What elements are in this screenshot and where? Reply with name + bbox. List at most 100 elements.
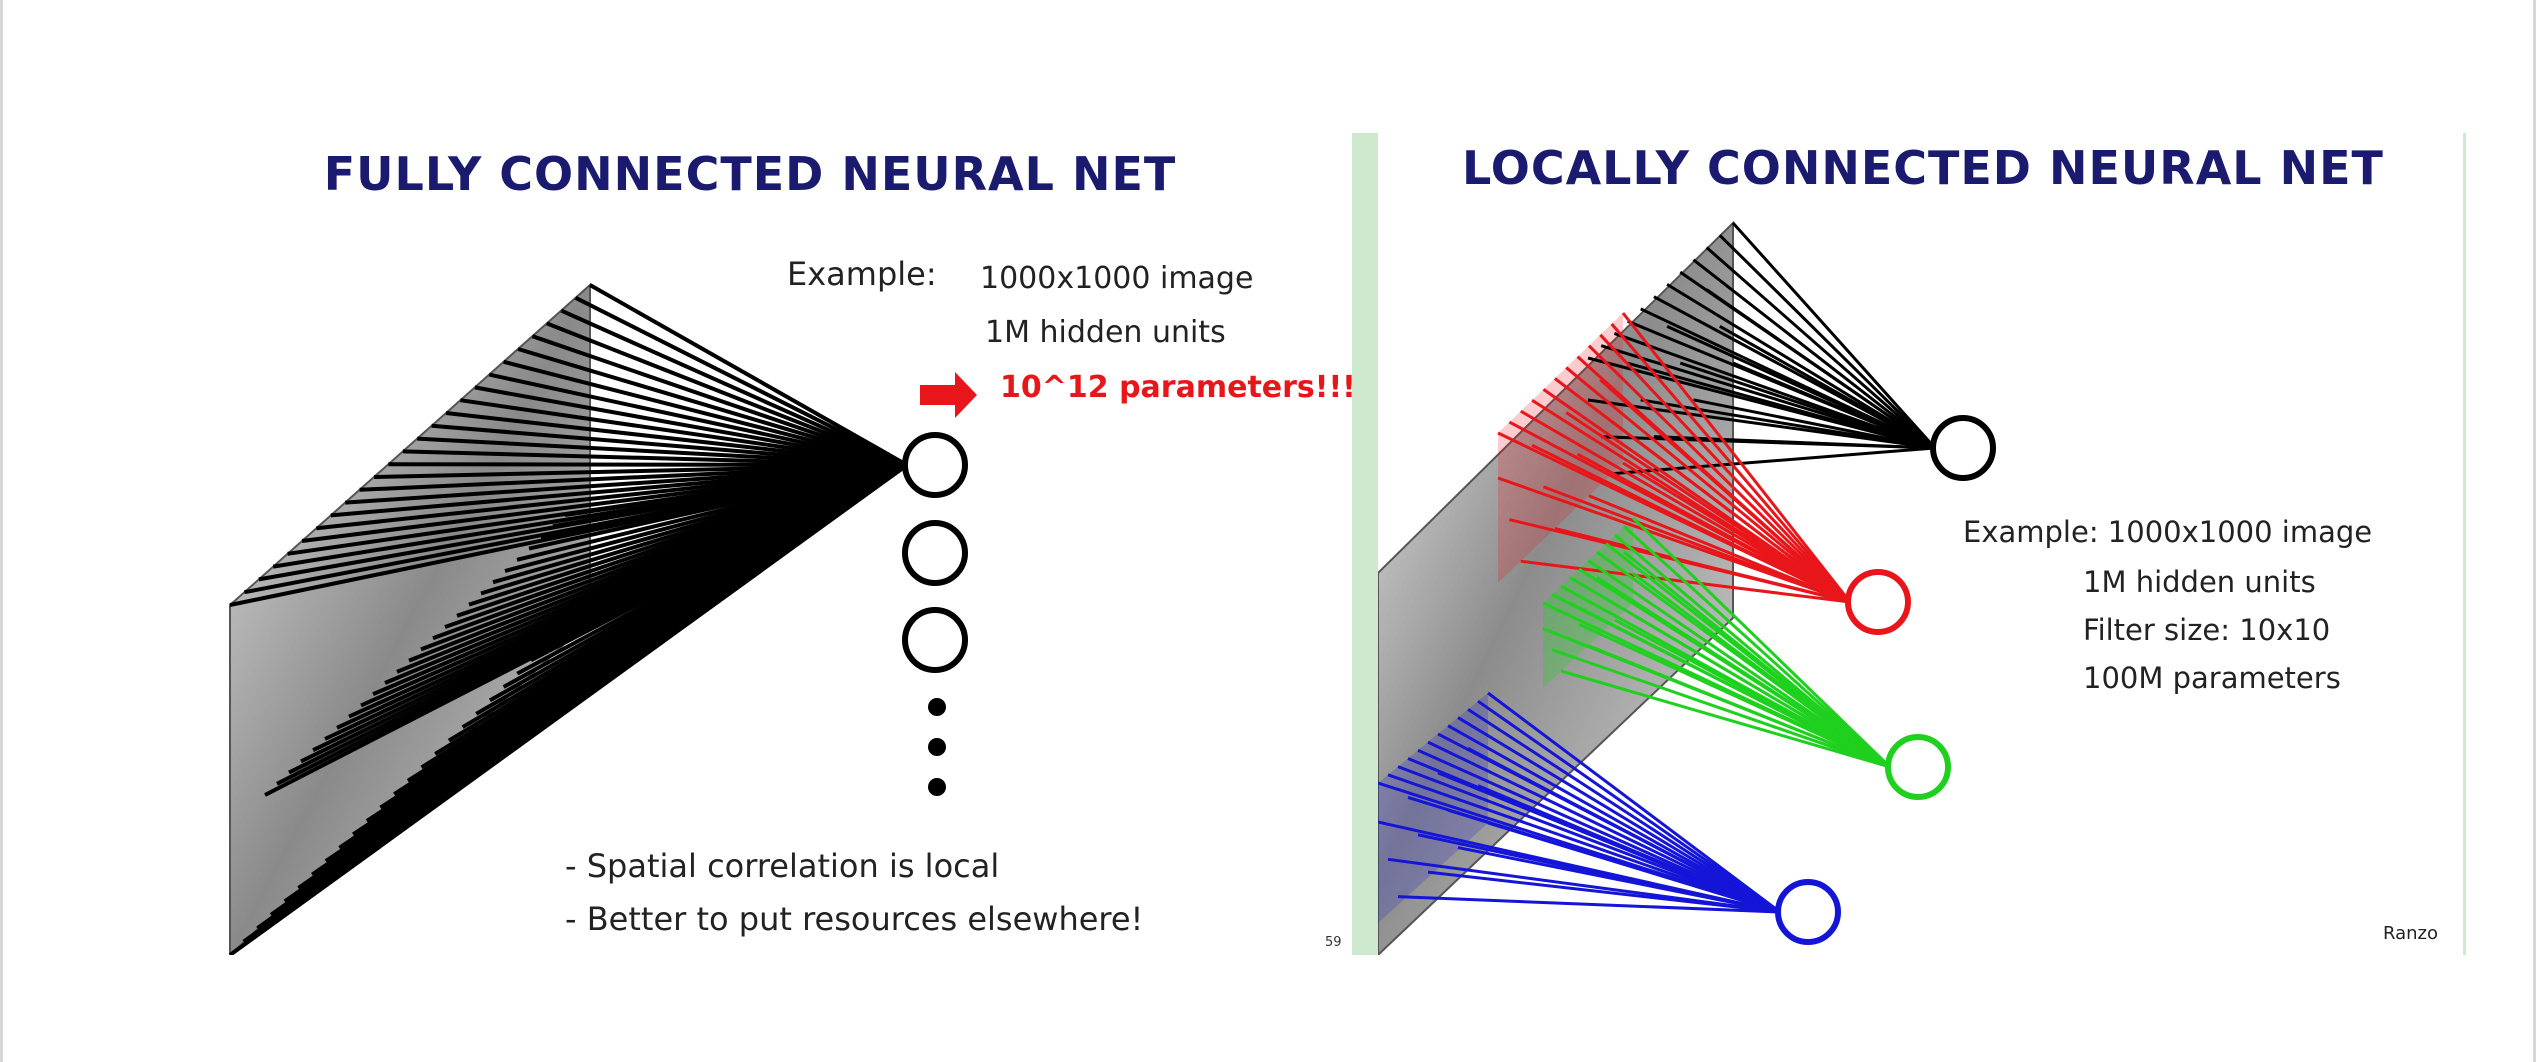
connection-line xyxy=(1427,740,1781,914)
locally-connected-title: LOCALLY CONNECTED NEURAL NET xyxy=(1462,141,2384,195)
bullet-resources: - Better to put resources elsewhere! xyxy=(565,900,1144,938)
connection-line xyxy=(373,463,908,479)
connection-line xyxy=(1447,724,1781,914)
fully-connected-slide: FULLY CONNECTED NEURAL NET Example: 1000… xyxy=(225,135,1380,955)
hidden-units-count: 1M hidden units xyxy=(2083,565,2316,599)
connection-line xyxy=(1578,622,1891,769)
ellipsis-dot-1 xyxy=(928,698,946,716)
connection-line xyxy=(1731,221,1937,450)
connection-line xyxy=(402,449,908,467)
parameter-count: 100M parameters xyxy=(2083,661,2341,695)
filter-size: Filter size: 10x10 xyxy=(2083,613,2331,647)
connection-line xyxy=(1487,821,1781,914)
frame-right-border xyxy=(2533,0,2536,1062)
hidden-unit-2 xyxy=(902,520,968,586)
connection-line xyxy=(1587,559,1891,769)
connection-line xyxy=(345,463,908,505)
connection-line xyxy=(1605,597,1891,769)
connection-line xyxy=(1477,784,1781,914)
connection-line xyxy=(1679,361,1936,450)
hidden-unit-blue xyxy=(1775,879,1841,945)
parameter-count-highlight: 10^12 parameters!!! xyxy=(1000,370,1356,405)
connection-line xyxy=(474,385,908,467)
locally-connected-diagram xyxy=(1378,220,1996,955)
connection-line xyxy=(1565,411,1851,604)
locally-connected-slide: LOCALLY CONNECTED NEURAL NET Example: 10… xyxy=(1352,133,2466,955)
connection-line xyxy=(1622,461,1851,604)
hidden-unit-1 xyxy=(902,432,968,498)
connection-line xyxy=(1599,333,1852,604)
connection-line xyxy=(574,296,908,467)
connection-line xyxy=(488,372,908,467)
connection-line xyxy=(1467,747,1781,914)
connection-line xyxy=(1587,344,1852,604)
connection-line xyxy=(1397,895,1781,914)
connection-line xyxy=(1599,378,1851,604)
connection-line xyxy=(560,308,908,467)
blue-filter-lines xyxy=(1378,691,1781,914)
connection-line xyxy=(1692,258,1936,450)
connection-line xyxy=(517,347,908,467)
connection-line xyxy=(546,321,908,467)
connection-line xyxy=(571,463,908,622)
connection-line xyxy=(1551,648,1891,769)
hidden-units-count: 1M hidden units xyxy=(985,315,1226,350)
connection-line xyxy=(1627,361,1936,450)
example-label: Example: 1000x1000 image xyxy=(1963,515,2373,549)
connection-line xyxy=(1588,494,1851,604)
example-image-size: 1000x1000 image xyxy=(980,261,1254,296)
connection-line xyxy=(1397,765,1781,914)
connection-line xyxy=(1554,526,1851,604)
connection-line xyxy=(1560,669,1891,769)
black-filter-lines xyxy=(1587,221,1937,475)
example-label: Example: xyxy=(787,255,937,293)
connection-line xyxy=(460,398,908,467)
connection-line xyxy=(1531,443,1851,604)
connection-line xyxy=(1596,576,1891,769)
connection-line xyxy=(1576,452,1851,604)
connection-line xyxy=(1732,361,1936,450)
connection-line xyxy=(1427,870,1781,914)
connection-line xyxy=(1477,699,1781,914)
blue-receptive-field xyxy=(1378,693,1488,923)
slide-credit: Ranzo xyxy=(2383,923,2439,944)
bullet-spatial-correlation: - Spatial correlation is local xyxy=(565,847,1000,885)
connection-line xyxy=(417,436,908,467)
connection-line xyxy=(564,463,908,517)
connection-line xyxy=(431,423,908,467)
red-filter-lines xyxy=(1497,312,1852,604)
ellipsis-dot-3 xyxy=(928,778,946,796)
connection-line xyxy=(1632,572,1891,769)
connection-line xyxy=(1631,516,1892,769)
fully-connected-diagram xyxy=(228,282,977,955)
connection-line xyxy=(388,462,908,467)
slide-page-number: 59 xyxy=(1325,935,1342,950)
fully-connected-lines xyxy=(228,283,909,955)
connection-line xyxy=(1487,691,1781,914)
connection-line xyxy=(1623,550,1891,769)
connection-line xyxy=(503,359,908,467)
connection-line xyxy=(1565,366,1851,604)
connection-line xyxy=(1640,398,1936,450)
frame-left-border xyxy=(0,0,3,1062)
connection-line xyxy=(1705,288,1936,450)
connection-line xyxy=(1467,708,1781,914)
connection-line xyxy=(589,283,908,467)
connection-line xyxy=(1457,716,1781,914)
connection-line xyxy=(1417,748,1781,914)
connection-line xyxy=(1666,283,1936,450)
connection-line xyxy=(1718,234,1937,450)
connection-line xyxy=(1610,322,1852,603)
connection-line xyxy=(359,463,908,492)
connection-line xyxy=(1653,435,1936,450)
hidden-unit-black xyxy=(1930,415,1996,481)
connection-line xyxy=(1614,618,1891,769)
hidden-unit-green xyxy=(1885,734,1951,800)
connection-line xyxy=(1387,773,1781,914)
connection-line xyxy=(1519,409,1851,604)
connection-line xyxy=(1457,846,1781,914)
connection-line xyxy=(1719,324,1936,450)
connection-line xyxy=(1587,644,1891,769)
connection-line xyxy=(1610,420,1851,604)
red-arrow-icon xyxy=(920,372,977,418)
